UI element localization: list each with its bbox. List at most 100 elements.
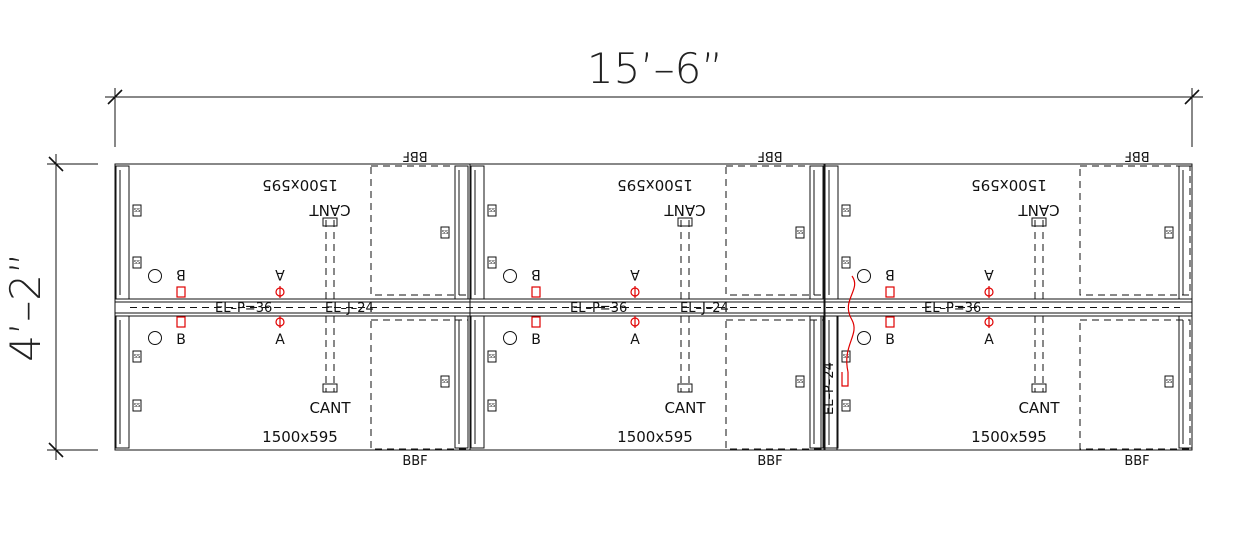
depth-dimension-label: 4’–2” xyxy=(1,252,50,362)
storage-pedestal-bottom xyxy=(370,319,469,450)
cant-label-top: CANT xyxy=(309,201,351,219)
svg-text:SS: SS xyxy=(843,354,849,360)
storage-label-top: BBF xyxy=(402,148,427,163)
cantilever-top xyxy=(322,217,338,299)
panel-tag: SS xyxy=(487,399,497,412)
svg-text:SS: SS xyxy=(134,208,140,214)
cant-label-top: CANT xyxy=(1018,201,1060,219)
workstation-module-3: 1500x5951500x595CANTCANTBBFBBFEL–P=36ABA… xyxy=(823,148,1193,469)
marker-a-top: A xyxy=(630,266,640,282)
outlet-b-bottom xyxy=(885,316,895,328)
storage-label-bottom: BBF xyxy=(1124,454,1149,469)
panel-tag: SS xyxy=(1164,226,1174,239)
panel-tag: SS xyxy=(841,350,851,363)
panel-end xyxy=(1178,165,1193,449)
svg-text:SS: SS xyxy=(442,230,448,236)
panel-end xyxy=(470,165,485,449)
spine-label: EL–P=36 xyxy=(924,301,981,316)
cant-label-bottom: CANT xyxy=(1018,399,1060,417)
panel-tag: SS xyxy=(795,375,805,388)
marker-b-top: B xyxy=(176,266,186,282)
storage-label-bottom: BBF xyxy=(402,454,427,469)
panel-tag: SS xyxy=(487,350,497,363)
grommet-bottom xyxy=(148,331,162,345)
outlet-b-bottom xyxy=(531,316,541,328)
svg-text:SS: SS xyxy=(489,260,495,266)
grommet-bottom xyxy=(857,331,871,345)
outlet-b-bottom xyxy=(176,316,186,328)
svg-text:SS: SS xyxy=(442,379,448,385)
marker-a-top: A xyxy=(275,266,285,282)
outlet-b-top xyxy=(885,286,895,298)
marker-b-top: B xyxy=(531,266,541,282)
marker-a-top: A xyxy=(984,266,994,282)
cant-label-bottom: CANT xyxy=(664,399,706,417)
svg-text:SS: SS xyxy=(843,260,849,266)
panel-tag: SS xyxy=(132,350,142,363)
marker-a-bottom: A xyxy=(984,332,994,348)
svg-text:SS: SS xyxy=(797,379,803,385)
storage-pedestal-top xyxy=(725,165,824,296)
panel-tag: SS xyxy=(132,399,142,412)
panel-tag: SS xyxy=(1164,375,1174,388)
desk-size-top: 1500x595 xyxy=(617,176,693,194)
desk-size-bottom: 1500x595 xyxy=(971,428,1047,446)
marker-b-bottom: B xyxy=(531,332,541,348)
grommet-top xyxy=(857,269,871,283)
cant-label-bottom: CANT xyxy=(309,399,351,417)
desk-size-bottom: 1500x595 xyxy=(262,428,338,446)
panel-tag: SS xyxy=(487,256,497,269)
svg-text:SS: SS xyxy=(1166,379,1172,385)
panel-tag: SS xyxy=(795,226,805,239)
cantilever-top xyxy=(677,217,693,299)
desk-size-top: 1500x595 xyxy=(971,176,1047,194)
cant-label-top: CANT xyxy=(664,201,706,219)
marker-b-bottom: B xyxy=(885,332,895,348)
storage-pedestal-top xyxy=(370,165,469,296)
grommet-bottom xyxy=(503,331,517,345)
spine xyxy=(115,298,1192,317)
panel-end xyxy=(824,165,839,449)
spine-label: EL–J–24 xyxy=(325,301,374,316)
svg-text:SS: SS xyxy=(489,403,495,409)
svg-text:SS: SS xyxy=(843,208,849,214)
panel-tag: SS xyxy=(440,375,450,388)
storage-label-top: BBF xyxy=(757,148,782,163)
svg-text:SS: SS xyxy=(1166,230,1172,236)
width-dimension-label: 15’–6” xyxy=(587,44,723,93)
vertical-spine-label: EL–P–24 xyxy=(822,362,837,415)
spine-label: EL–P=36 xyxy=(215,301,272,316)
cantilever-bottom xyxy=(322,316,338,393)
svg-text:SS: SS xyxy=(489,354,495,360)
spine-label: EL–J–24 xyxy=(680,301,729,316)
storage-pedestal-bottom xyxy=(1079,319,1191,450)
storage-pedestal-bottom xyxy=(725,319,824,450)
module-frame xyxy=(823,163,1193,451)
panel-tag: SS xyxy=(841,399,851,412)
cantilever-top xyxy=(1031,217,1047,299)
outlet-b-top xyxy=(531,286,541,298)
panel-end xyxy=(454,165,469,449)
panel-end xyxy=(115,165,130,449)
width-dimension: 15’–6” xyxy=(105,44,1203,147)
svg-text:SS: SS xyxy=(134,403,140,409)
marker-a-bottom: A xyxy=(275,332,285,348)
panel-tag: SS xyxy=(440,226,450,239)
cantilever-bottom xyxy=(677,316,693,393)
storage-label-bottom: BBF xyxy=(757,454,782,469)
panel-tag: SS xyxy=(487,204,497,217)
svg-text:SS: SS xyxy=(843,403,849,409)
desk-size-bottom: 1500x595 xyxy=(617,428,693,446)
outlet-b-top xyxy=(176,286,186,298)
grommet-top xyxy=(148,269,162,283)
panel-tag: SS xyxy=(132,256,142,269)
desk-size-top: 1500x595 xyxy=(262,176,338,194)
vertical-electrical-spine: EL–P–24 xyxy=(820,275,856,450)
svg-text:SS: SS xyxy=(134,354,140,360)
storage-pedestal-top xyxy=(1079,165,1191,296)
depth-dimension: 4’–2” xyxy=(1,154,98,460)
storage-label-top: BBF xyxy=(1124,148,1149,163)
